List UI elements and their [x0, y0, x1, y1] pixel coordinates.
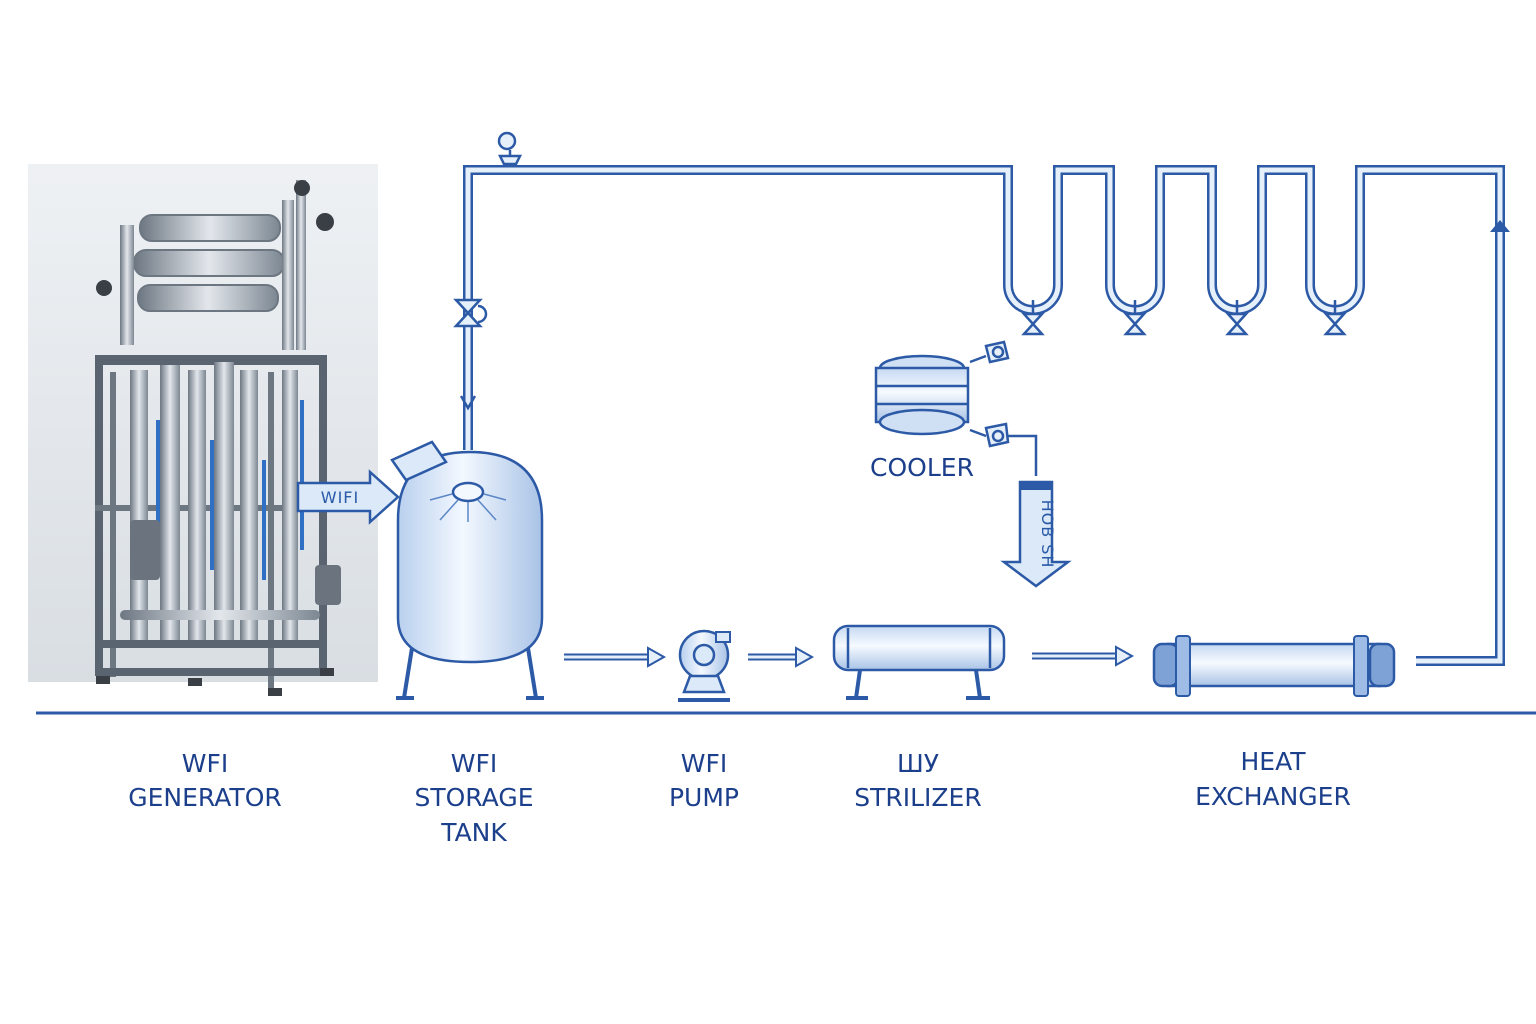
- spray-ball-icon: [451, 481, 485, 503]
- tank-label-line1: WFI: [451, 749, 497, 778]
- pou-valve-2-icon: [1123, 300, 1147, 336]
- wfi-storage-tank: [390, 440, 544, 700]
- wfi-pump: [678, 629, 731, 702]
- tank-label-line2: STORAGE: [414, 783, 533, 812]
- flow-arrows: [564, 645, 1135, 668]
- pump-to-sterilizer-arrow: [748, 646, 815, 668]
- drain-text: HOB SH: [1038, 500, 1057, 569]
- heat-exchanger: [1152, 635, 1396, 697]
- cooler-drain-arrow: HOB SH: [1000, 480, 1072, 588]
- tank-inlet-valve-icon: [453, 298, 488, 328]
- uv-sterilizer: [832, 624, 1006, 700]
- recirculation-loop-pipe: [463, 165, 1510, 666]
- pou-valve-1-icon: [1021, 300, 1045, 336]
- exchanger-label-line1: HEAT: [1240, 747, 1306, 776]
- sterilizer-to-exchanger-arrow: [1032, 645, 1135, 667]
- wfi-generator: [28, 164, 378, 696]
- sterilizer-label-line1: ШУ: [897, 749, 939, 778]
- tank-label-line3: TANK: [440, 818, 507, 847]
- pou-valve-3-icon: [1225, 300, 1249, 336]
- generator-label-line2: GENERATOR: [128, 783, 282, 812]
- generator-to-tank-arrow: WIFI: [296, 469, 400, 525]
- sterilizer-label-line2: STRILIZER: [854, 783, 981, 812]
- tank-to-pump-arrow: [564, 646, 667, 668]
- point-of-use-valves: [1021, 300, 1347, 336]
- cooler-label: COOLER: [870, 453, 974, 482]
- cooler-outlet-valve-icon: [969, 422, 1038, 476]
- tank-inlet-arrow-icon: [459, 395, 477, 411]
- pump-label-line2: PUMP: [669, 783, 739, 812]
- pou-valve-4-icon: [1323, 300, 1347, 336]
- loop-vent-valve-icon: [497, 131, 523, 166]
- exchanger-label-line2: EXCHANGER: [1195, 782, 1351, 811]
- arrow-text-wifi: WIFI: [321, 488, 359, 507]
- cooler-inlet-valve-icon: [969, 340, 1010, 364]
- pump-label-line1: WFI: [681, 749, 727, 778]
- cooler: [874, 354, 970, 436]
- generator-label-line1: WFI: [182, 749, 228, 778]
